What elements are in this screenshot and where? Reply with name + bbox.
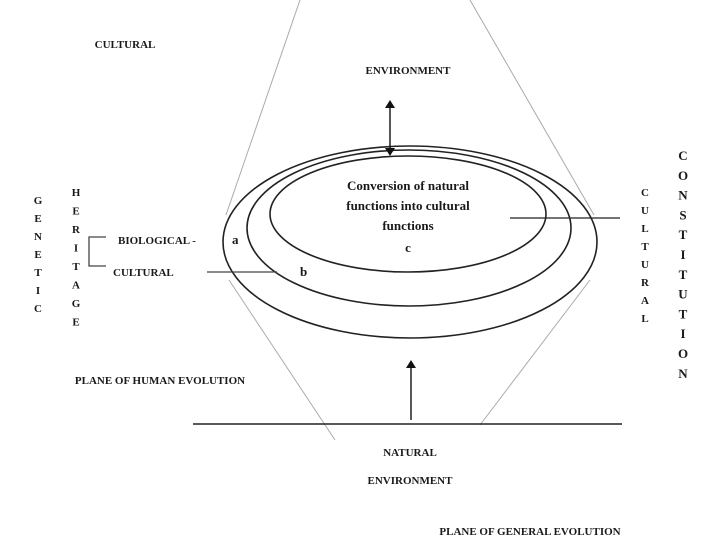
ellipse-middle-b [246,149,572,307]
vertical-letter: H [72,187,81,199]
vertical-letter: E [72,317,79,329]
vertical-letter: U [641,205,649,217]
vertical-letter: C [641,187,649,199]
vertical-letter: C [34,303,42,315]
vertical-letter: L [641,223,648,235]
vertical-letter: E [34,249,41,261]
vertical-letter: I [74,243,78,255]
plane-human-evolution-label: PLANE OF HUMAN EVOLUTION [75,375,245,387]
center-text-line-1: Conversion of natural [347,178,469,193]
vertical-letter: I [680,326,685,341]
label-c: c [405,240,411,255]
cultural-top-label: CULTURAL [95,39,156,51]
vertical-letter: T [34,267,42,279]
biological-label: BIOLOGICAL - [118,235,196,247]
vertical-letter: E [34,213,41,225]
cone-line-upper-right [469,0,595,216]
cone-lines [225,0,595,441]
vertical-letter: R [641,277,650,289]
vertical-letter: T [679,227,688,242]
vertical-letter: S [679,207,686,222]
cultural-heritage-label: CULTURAL [113,267,174,279]
vertical-letter: I [36,285,40,297]
vertical-letter: A [641,295,649,307]
vertical-letter: T [72,261,80,273]
heritage-bracket [88,236,106,267]
center-text-line-2: functions into cultural [346,198,470,213]
vertical-letter: T [679,306,688,321]
vertical-letter: O [678,168,688,183]
vertical-letter: U [678,287,688,302]
vertical-letter: G [34,195,43,207]
ellipse-inner-c [269,155,547,273]
vertical-letter: E [72,206,79,218]
vertical-letter: U [641,259,649,271]
label-a: a [232,232,239,247]
vertical-letter: N [678,188,688,203]
vertical-letter: R [72,224,81,236]
plane-general-evolution-label: PLANE OF GENERAL EVOLUTION [439,526,620,538]
environment-top-label: ENVIRONMENT [366,65,452,77]
natural-label: NATURAL [383,447,437,459]
label-b: b [300,264,307,279]
vertical-letter: N [678,366,688,381]
vertical-letter: L [641,313,648,325]
vertical-letter: A [72,280,80,292]
vertical-letter: O [678,346,688,361]
center-text-line-3: functions [382,218,433,233]
vertical-letter: T [679,267,688,282]
vertical-letter: I [680,247,685,262]
vertical-letter: N [34,231,42,243]
cone-line-upper-left [225,0,301,216]
ellipse-outer-a [222,145,598,339]
vertical-letter: C [678,148,687,163]
vertical-letter: G [72,298,81,310]
environment-bottom-label: ENVIRONMENT [368,475,454,487]
cone-line-lower-right [479,279,591,426]
cone-line-lower-left [228,279,336,441]
vertical-letter: T [641,241,649,253]
